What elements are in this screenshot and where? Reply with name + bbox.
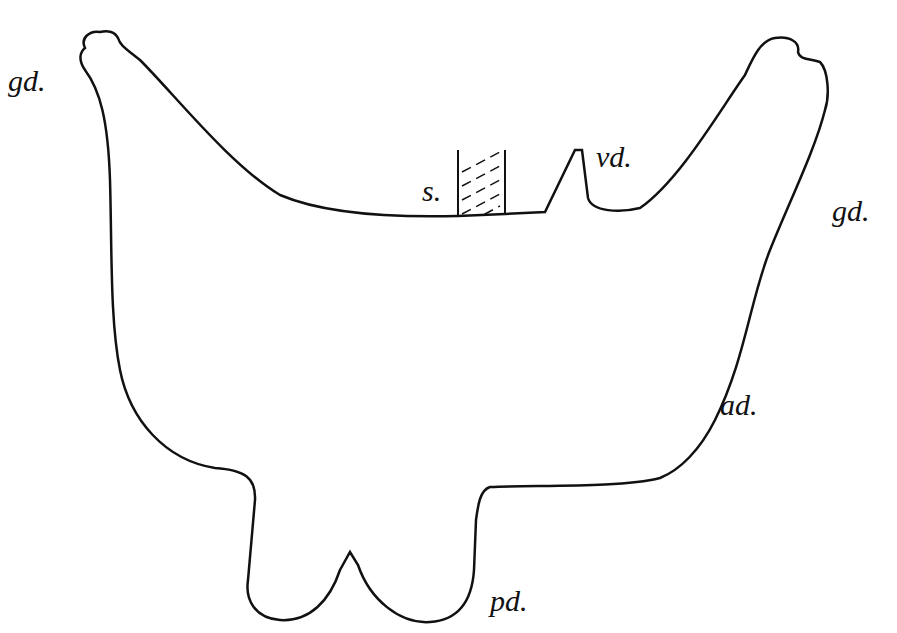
part-label: vd.: [596, 142, 632, 172]
part-label: s.: [422, 176, 441, 206]
hatched-bar: [458, 150, 505, 222]
gland-label: gd.: [8, 66, 46, 96]
part-label: pd.: [490, 586, 528, 616]
gland-label: gd.: [832, 196, 870, 226]
body-outline: [80, 31, 827, 622]
part-label: ad.: [720, 390, 758, 420]
